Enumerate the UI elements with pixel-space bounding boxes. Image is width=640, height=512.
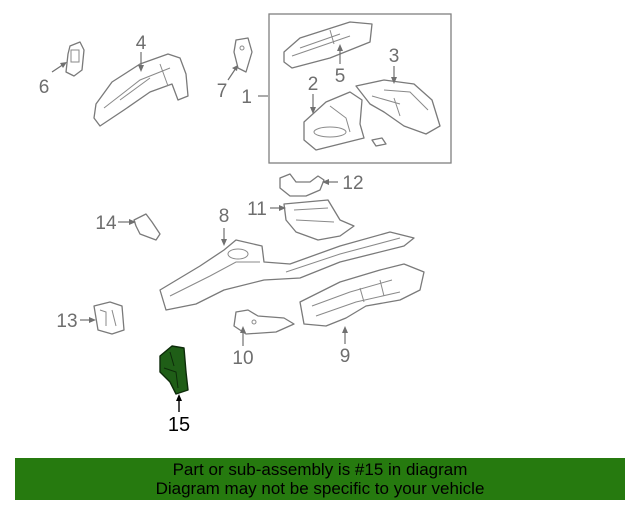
part-14[interactable] <box>133 213 161 241</box>
part-11[interactable] <box>283 199 355 241</box>
part-3[interactable] <box>355 79 441 135</box>
callout-15: 15 <box>168 414 190 436</box>
callout-10: 10 <box>232 348 253 369</box>
subassembly-box <box>268 13 452 164</box>
part-13[interactable] <box>93 301 125 335</box>
callout-5: 5 <box>335 66 346 87</box>
callout-1: 1 <box>241 87 252 108</box>
part-8[interactable] <box>159 231 415 311</box>
callout-7: 7 <box>217 81 228 102</box>
leader-lines <box>51 44 397 412</box>
part-15[interactable] <box>159 345 189 395</box>
part-12[interactable] <box>279 173 325 197</box>
part-6[interactable] <box>65 41 85 77</box>
callout-6: 6 <box>39 77 50 98</box>
callout-14: 14 <box>95 213 117 234</box>
info-banner: Part or sub-assembly is #15 in diagram D… <box>15 458 625 500</box>
callout-3: 3 <box>389 46 400 67</box>
part-4[interactable] <box>93 53 189 127</box>
callout-12: 12 <box>342 173 363 194</box>
part-9[interactable] <box>299 263 425 327</box>
callout-8: 8 <box>219 206 230 227</box>
callout-13: 13 <box>56 311 77 332</box>
parts-diagram: 1 2 3 4 5 6 7 8 9 10 11 12 13 14 15 <box>39 13 452 436</box>
banner-line-1: Part or sub-assembly is #15 in diagram <box>172 460 468 479</box>
part-5[interactable] <box>283 21 373 69</box>
callout-4: 4 <box>136 33 147 54</box>
callout-11: 11 <box>247 199 267 220</box>
callout-2: 2 <box>308 74 319 95</box>
part-10[interactable] <box>233 309 295 335</box>
banner-line-2: Diagram may not be specific to your vehi… <box>155 479 485 498</box>
part-2[interactable] <box>303 91 387 151</box>
callout-9: 9 <box>340 346 351 367</box>
part-7[interactable] <box>233 37 253 73</box>
